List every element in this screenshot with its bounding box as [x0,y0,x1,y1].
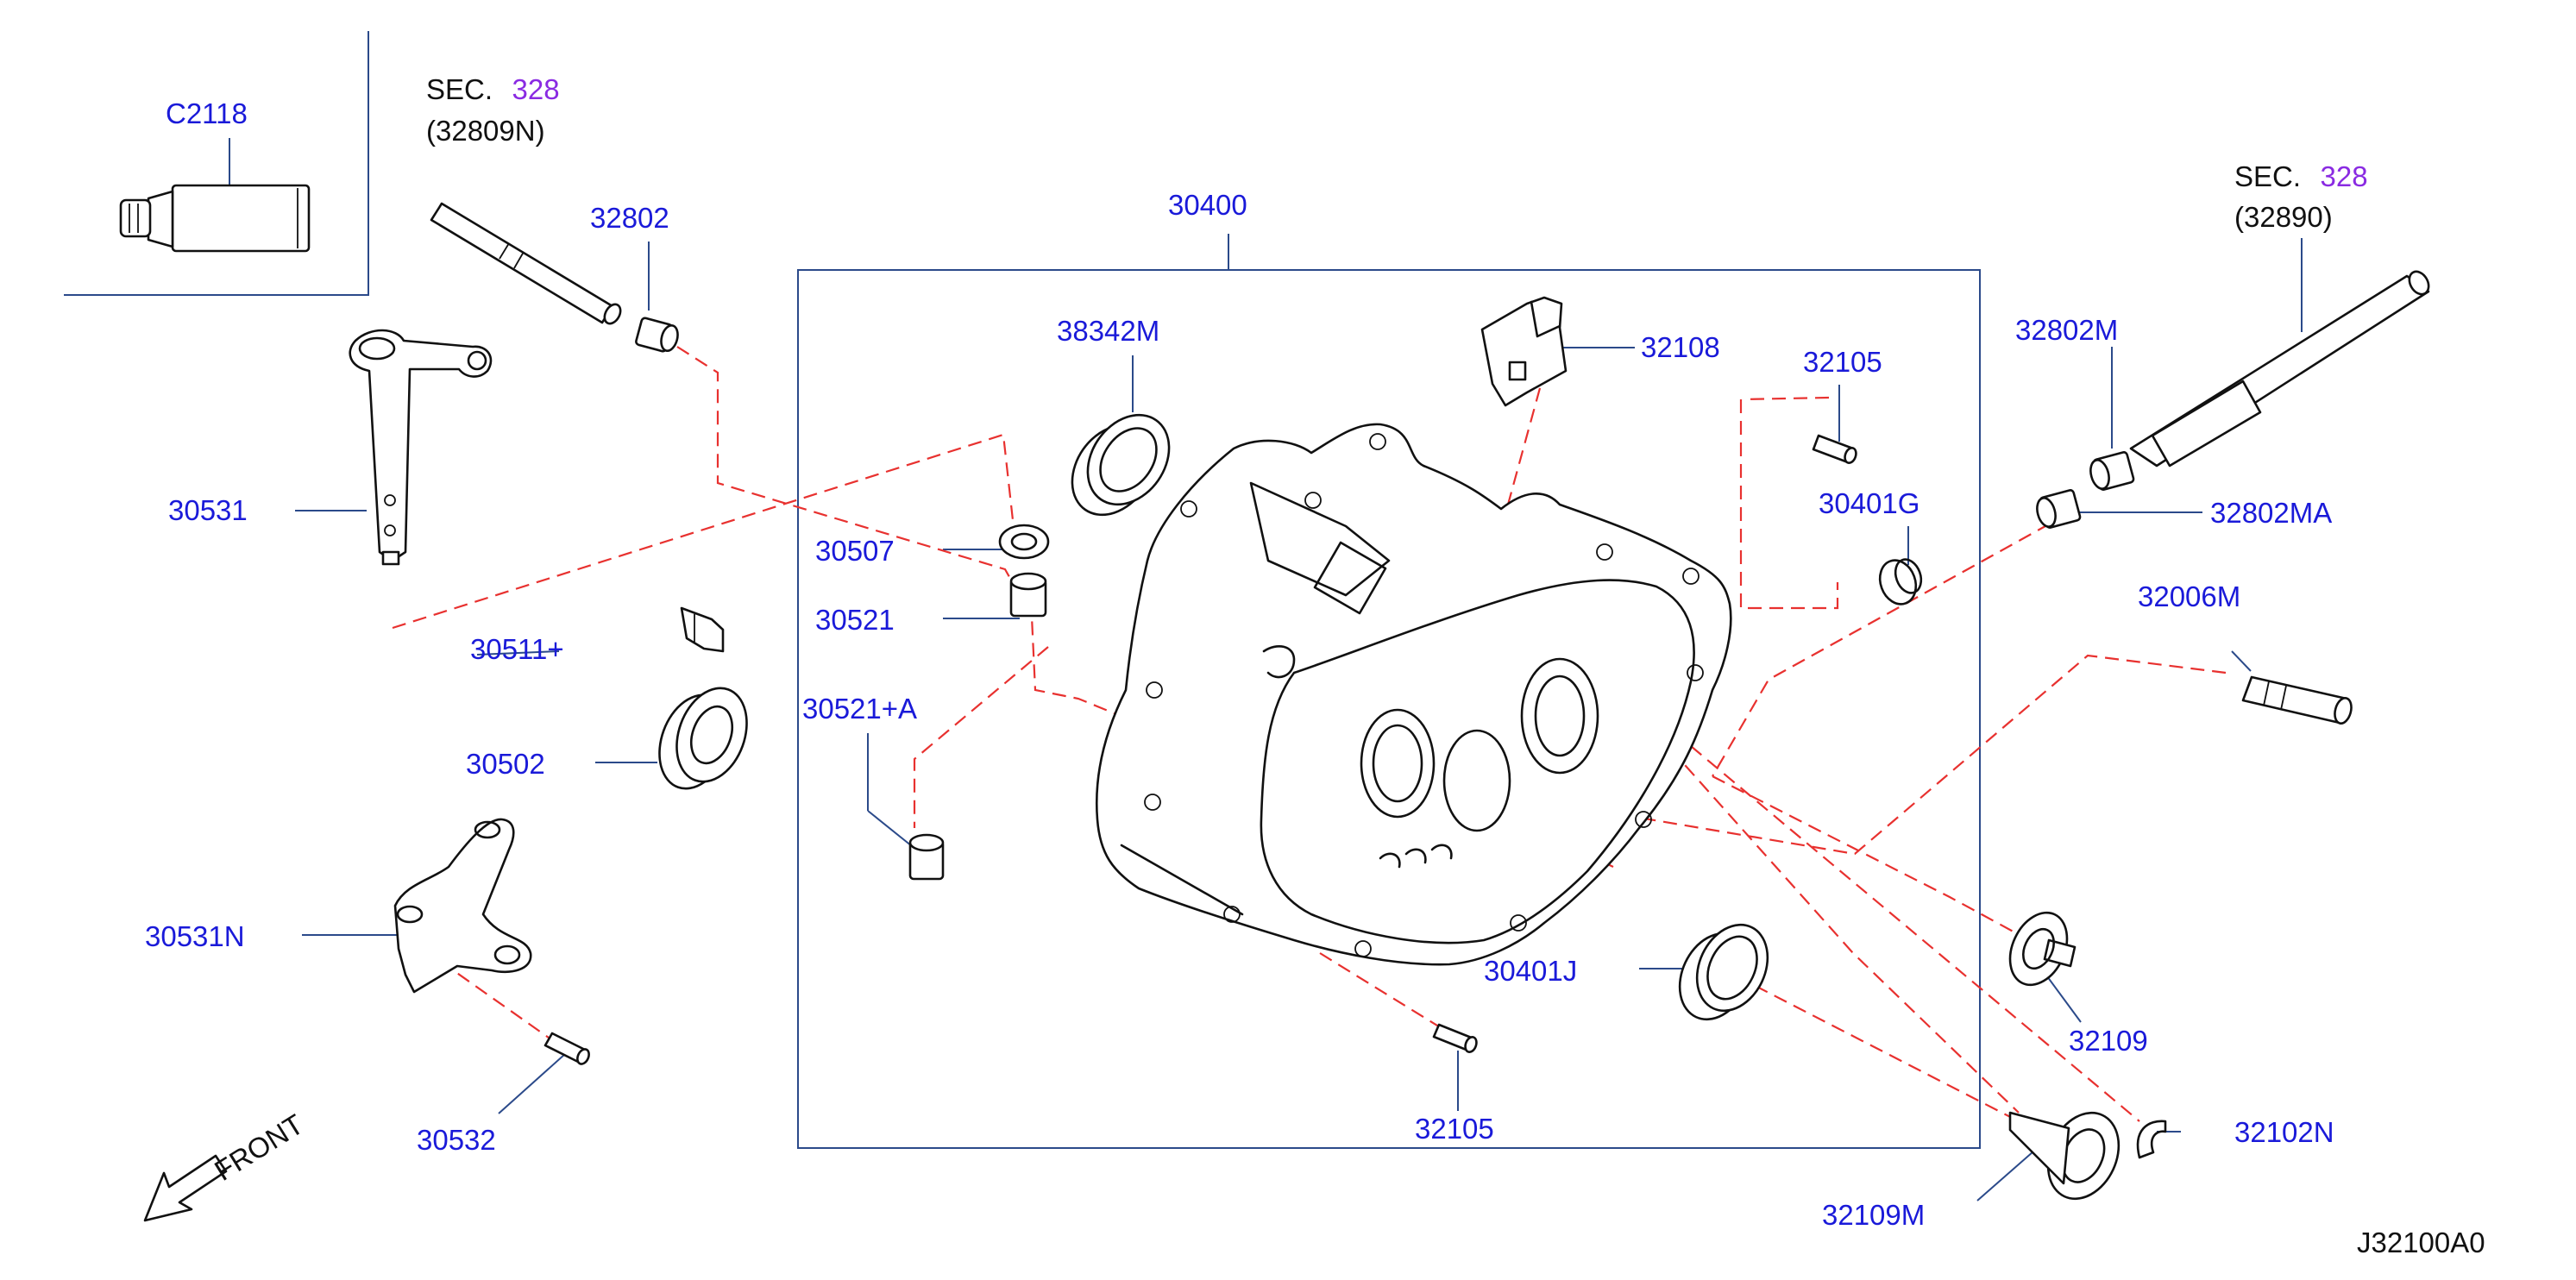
cap-32109-icon [2008,911,2077,987]
label-30401g[interactable]: 30401G [1819,487,1919,519]
leader-lines [229,138,2303,1202]
cap-32109m-icon [2008,1111,2120,1201]
sec-left-ref: (32809N) [426,115,545,147]
bush-30521-icon [1009,572,1047,618]
label-30531[interactable]: 30531 [168,494,248,526]
label-32006m[interactable]: 32006M [2138,580,2240,612]
inset-frame [64,31,369,296]
bushing-32802-icon [635,317,679,353]
seal-30507-icon [998,524,1050,560]
label-38342m[interactable]: 38342M [1057,315,1159,347]
shift-lever-30531-icon [349,329,493,566]
label-c2118[interactable]: C2118 [166,97,248,129]
label-32109m[interactable]: 32109M [1822,1199,1925,1231]
dowel-pin-32105-top-icon [1812,434,1857,465]
oil-seal-38342m-icon [1071,413,1171,517]
frames [64,31,1981,1149]
part-drawings [119,184,2430,1222]
label-32108[interactable]: 32108 [1641,331,1720,363]
label-32102n[interactable]: 32102N [2234,1116,2334,1148]
label-30502[interactable]: 30502 [466,748,545,780]
bushing-32802m-icon [2089,451,2135,491]
label-30532[interactable]: 30532 [417,1124,496,1156]
section-ref-left[interactable]: SEC. 328 [426,73,560,105]
label-30531n[interactable]: 30531N [145,920,245,952]
shift-rod-right-icon [2129,270,2430,467]
sealant-tube-icon [119,184,311,253]
label-32105-top[interactable]: 32105 [1803,346,1882,378]
clip-32102n-icon [2136,1120,2167,1159]
dowel-pin-32105-bottom-icon [1432,1023,1478,1054]
shift-rod-left-icon [430,202,622,325]
label-32802m[interactable]: 32802M [2015,314,2118,346]
release-fork-30531n-icon [393,818,532,994]
section-ref-right[interactable]: SEC. 328 [2234,160,2368,192]
label-30401j[interactable]: 30401J [1484,955,1577,987]
bushing-32802ma-icon [2036,489,2082,529]
label-30521[interactable]: 30521 [815,604,895,636]
bracket-32108-icon [1480,296,1568,407]
label-32105-bottom[interactable]: 32105 [1415,1113,1494,1145]
front-arrow-icon [143,1154,228,1222]
label-30400[interactable]: 30400 [1168,189,1247,221]
detent-plug-32006m-icon [2241,675,2353,725]
label-32802ma[interactable]: 32802MA [2210,497,2332,529]
label-30507[interactable]: 30507 [815,535,895,567]
transmission-housing-30400-icon [1095,423,1732,966]
pin-30532-icon [543,1032,590,1065]
release-bearing-30502-icon [658,687,748,790]
label-30521a[interactable]: 30521+A [802,693,917,725]
sec-left-num[interactable]: 328 [512,73,559,105]
sec-right-num[interactable]: 328 [2320,160,2367,192]
clip-icon [680,606,725,653]
seal-30401g-icon [1878,558,1923,605]
housing-group-frame [797,269,1981,1149]
sec-right-prefix: SEC. [2234,160,2301,192]
sec-left-prefix: SEC. [426,73,493,105]
diagram-code: J32100A0 [2357,1227,2485,1258]
sec-right-ref: (32890) [2234,201,2333,233]
seal-30401j-icon [1678,923,1769,1021]
label-32109[interactable]: 32109 [2069,1025,2148,1057]
label-3051x[interactable]: 30511+ [470,633,564,665]
front-label: FRONT [209,1107,309,1187]
label-32802[interactable]: 32802 [590,202,669,234]
bush-30521a-icon [908,833,945,881]
labels: C2118 SEC. 328 (32809N) 32802 30400 3834… [145,73,2485,1258]
